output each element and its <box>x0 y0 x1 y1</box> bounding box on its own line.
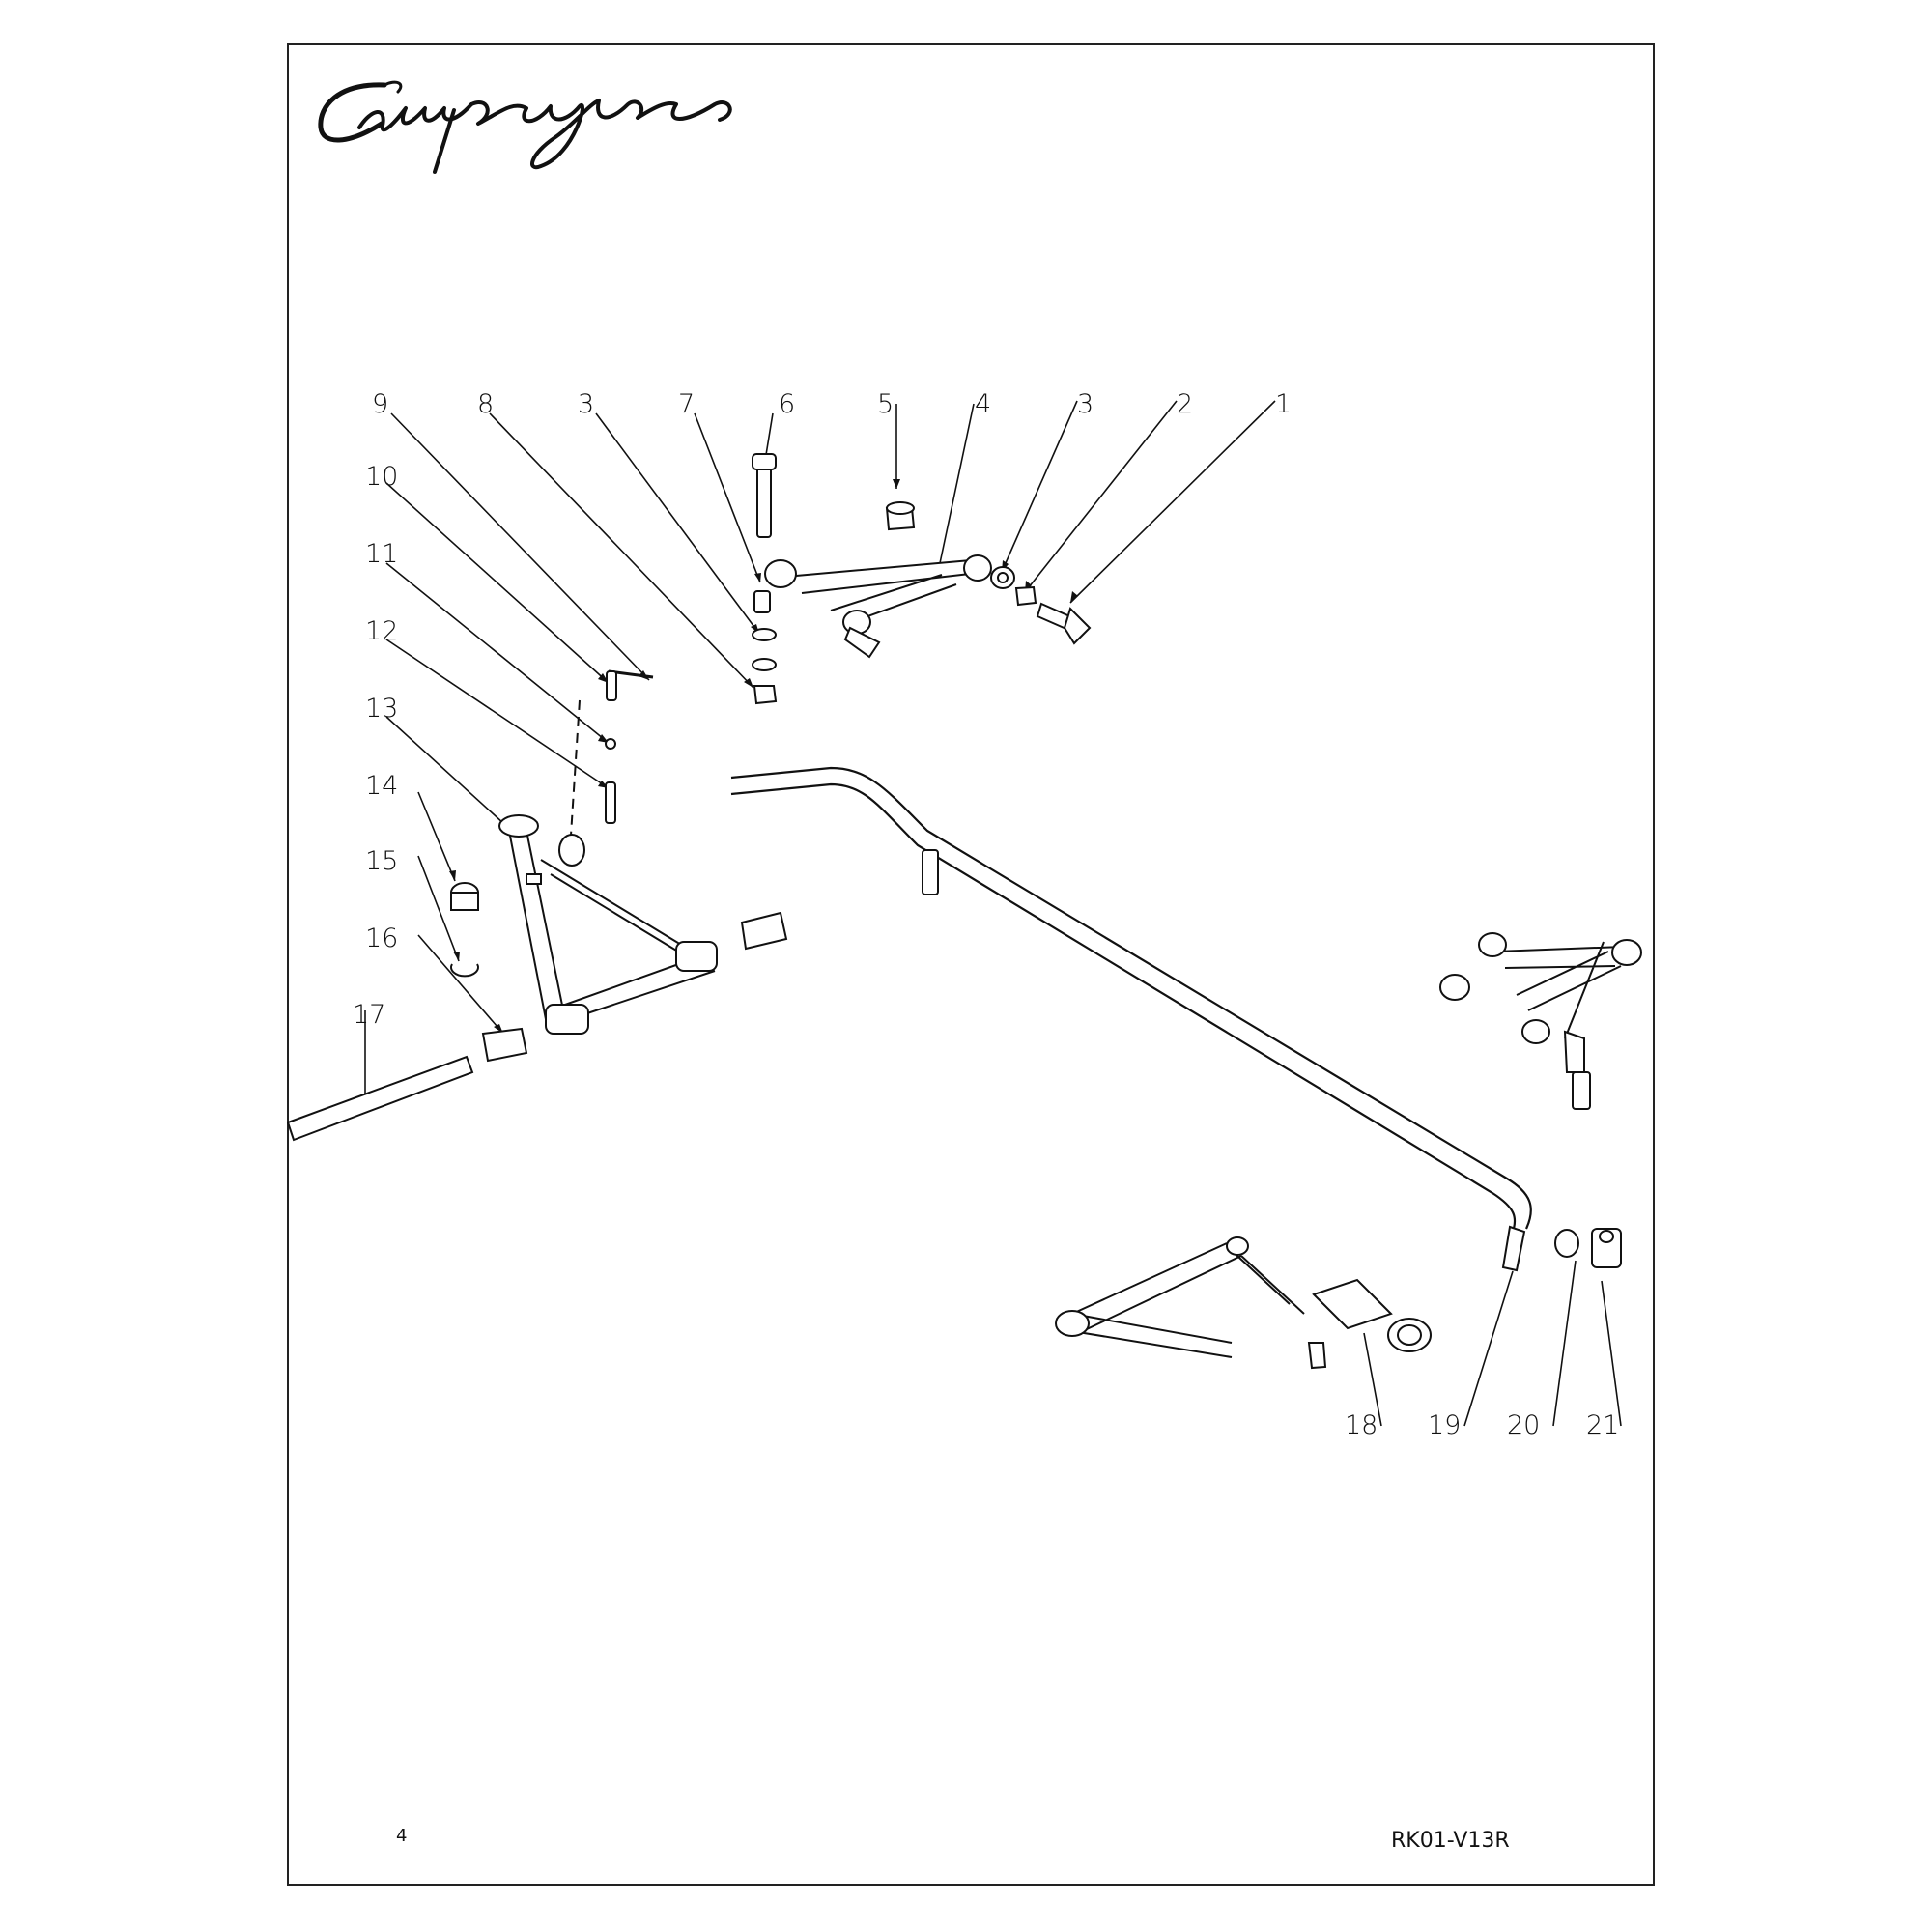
callout-14: 14 <box>365 771 399 801</box>
callout-6: 6 <box>779 389 796 419</box>
callout-20: 20 <box>1507 1410 1541 1440</box>
document-code: RK01-V13R <box>1391 1829 1510 1853</box>
parts-artwork <box>286 453 1642 1370</box>
callout-17: 17 <box>353 1000 386 1030</box>
callout-1: 1 <box>1275 389 1293 419</box>
callout-8: 8 <box>477 389 495 419</box>
drawing-frame <box>287 43 1655 1886</box>
campagna-logo <box>318 80 732 174</box>
callout-15: 15 <box>365 846 399 876</box>
callout-18: 18 <box>1345 1410 1378 1440</box>
leader-lines <box>364 400 1622 1427</box>
callout-5: 5 <box>877 389 895 419</box>
callout-21: 21 <box>1586 1410 1620 1440</box>
callout-10: 10 <box>365 462 399 492</box>
callout-16: 16 <box>365 923 399 953</box>
callout-4: 4 <box>975 389 992 419</box>
callout-3-left: 3 <box>578 389 595 419</box>
callout-11: 11 <box>365 539 399 569</box>
callout-19: 19 <box>1428 1410 1462 1440</box>
page-number: 4 <box>396 1826 408 1846</box>
callout-13: 13 <box>365 694 399 724</box>
callout-2: 2 <box>1177 389 1194 419</box>
callout-9: 9 <box>372 389 389 419</box>
callout-7: 7 <box>678 389 696 419</box>
callout-3-right: 3 <box>1077 389 1094 419</box>
callout-12: 12 <box>365 616 399 646</box>
